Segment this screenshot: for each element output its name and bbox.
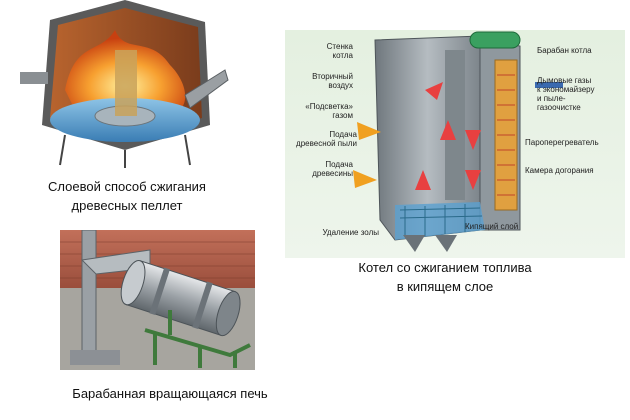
fluidized-caption: Котел со сжиганием топлива в кипящем сло… [320, 258, 570, 296]
drum-kiln-illustration [60, 230, 255, 370]
label-ash-removal: Удаление золы [322, 228, 379, 237]
drum-caption-line: Барабанная вращающаяся печь [72, 386, 268, 401]
layer-furnace-illustration [20, 0, 230, 170]
label-boiler-drum: Барабан котла [537, 46, 592, 55]
layer-caption-line-1: Слоевой способ сжигания [48, 179, 206, 194]
layer-caption: Слоевой способ сжигания древесных пеллет [12, 177, 242, 215]
label-afterburner: Камера догорания [525, 166, 594, 175]
label-fluidized-bed: Кипящий слой [465, 222, 519, 231]
drum-caption: Барабанная вращающаяся печь [50, 384, 290, 403]
label-gas-ignition: «Подсветка»газом [305, 102, 353, 120]
fluidized-caption-line-1: Котел со сжиганием топлива [358, 260, 532, 275]
layer-caption-line-2: древесных пеллет [71, 198, 183, 213]
label-superheater: Пароперегреватель [525, 138, 599, 147]
fluidized-caption-line-2: в кипящем слое [396, 279, 494, 294]
